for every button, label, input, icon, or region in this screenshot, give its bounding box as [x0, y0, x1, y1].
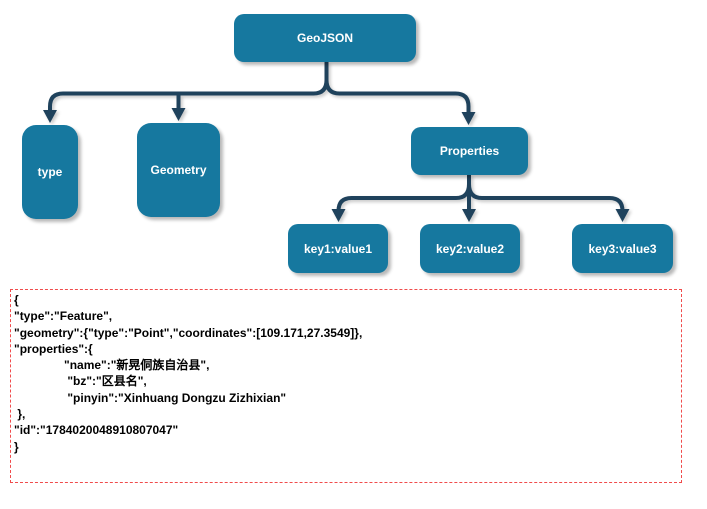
code-line: "properties":{	[14, 341, 93, 356]
node-key3-label: key3:value3	[588, 241, 657, 256]
code-line: "name":"新晃侗族自治县",	[14, 358, 210, 373]
tree-connectors	[43, 62, 630, 222]
node-key3: key3:value3	[572, 224, 673, 273]
node-key1: key1:value1	[288, 224, 388, 273]
edge-properties-to-key1	[336, 175, 471, 212]
geojson-code-sample: { "type":"Feature", "geometry":{"type":"…	[10, 289, 682, 483]
arrowhead-to-properties	[461, 112, 476, 125]
code-line: }	[14, 439, 19, 454]
edge-properties-to-key3	[467, 175, 625, 212]
node-key1-label: key1:value1	[303, 241, 373, 256]
node-properties-label: Properties	[439, 144, 500, 158]
code-line: "geometry":{"type":"Point","coordinates"…	[14, 325, 363, 340]
code-line: "bz":"区县名",	[14, 374, 147, 389]
node-geometry: Geometry	[137, 123, 220, 217]
arrowhead-to-key1	[331, 209, 346, 222]
node-type: type	[22, 125, 78, 219]
node-geojson: GeoJSON	[234, 14, 416, 62]
code-line: "id":"1784020048910807047"	[14, 423, 179, 438]
code-line: "pinyin":"Xinhuang Dongzu Zizhixian"	[14, 390, 287, 405]
code-line: },	[14, 407, 26, 422]
arrowhead-to-key2	[462, 209, 476, 222]
code-line: "type":"Feature",	[14, 309, 113, 324]
edge-geojson-to-type	[48, 62, 329, 110]
node-properties: Properties	[411, 127, 528, 175]
node-key2-label: key2:value2	[435, 241, 505, 256]
arrowhead-to-key3	[615, 209, 630, 222]
arrowhead-to-type	[43, 110, 57, 123]
node-key2: key2:value2	[420, 224, 520, 273]
node-geojson-label: GeoJSON	[296, 31, 353, 45]
code-line: {	[14, 293, 19, 307]
arrowhead-to-geometry	[171, 108, 186, 121]
node-type-label: type	[37, 165, 63, 179]
edge-geojson-to-properties	[324, 62, 471, 112]
node-geometry-label: Geometry	[150, 163, 207, 177]
